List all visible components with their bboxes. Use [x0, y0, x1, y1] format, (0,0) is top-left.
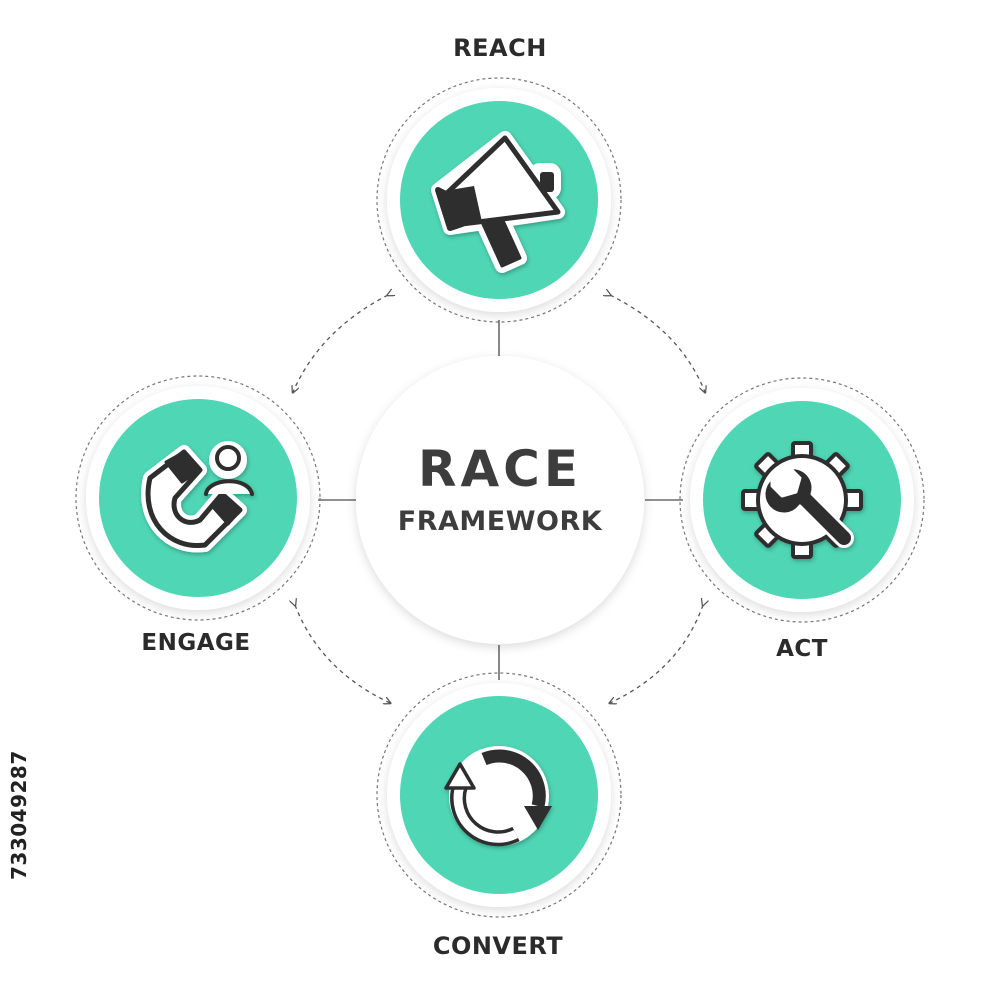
connector-lines [318, 320, 683, 680]
center-subtitle: FRAMEWORK [397, 506, 603, 537]
megaphone-icon [431, 131, 565, 273]
arrow-reach-act [610, 295, 705, 392]
arrow-act-convert [610, 605, 703, 703]
image-id-text: 733049287 [7, 750, 31, 880]
arrow-reach-engage [293, 295, 388, 392]
center-title: RACE [417, 440, 583, 498]
node-convert [376, 672, 622, 918]
node-reach [376, 77, 622, 323]
engage-label: ENGAGE [141, 630, 251, 656]
node-engage [75, 375, 321, 621]
wrench-gear-icon [741, 441, 863, 559]
cycle-arrows [293, 295, 705, 703]
convert-label: CONVERT [432, 932, 564, 960]
magnet-user-icon [141, 441, 254, 553]
act-label: ACT [776, 636, 828, 662]
reach-label: REACH [453, 34, 547, 62]
center-node [356, 356, 644, 644]
refresh-arrows-icon [444, 746, 552, 847]
node-act [679, 377, 925, 623]
arrow-engage-convert [295, 605, 390, 703]
